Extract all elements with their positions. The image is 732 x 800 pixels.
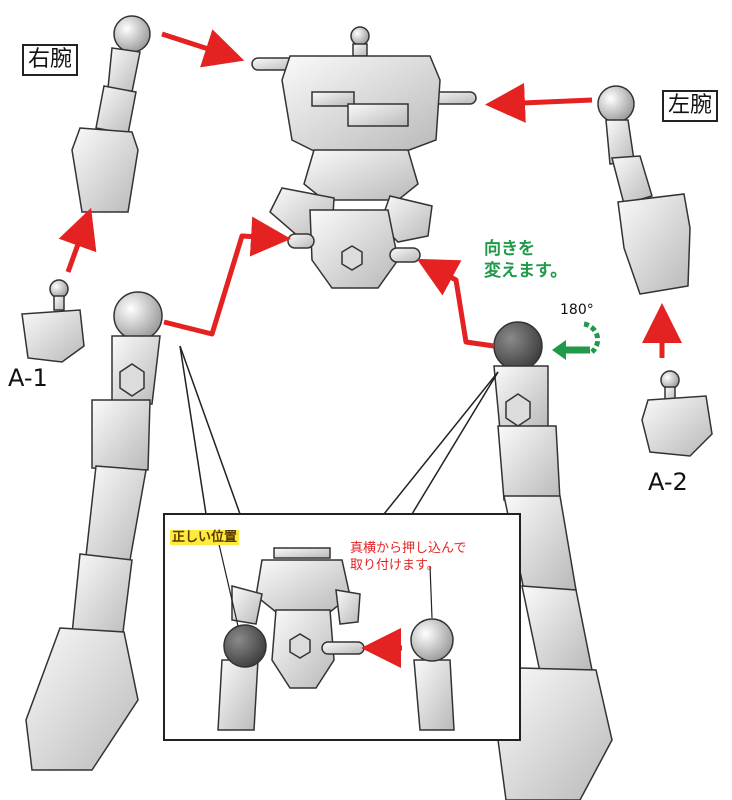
callout-leaders <box>179 345 499 515</box>
insert-note: 真横から押し込んで 取り付けます。 <box>350 540 466 574</box>
arrow-left-arm-to-torso <box>485 82 593 123</box>
right-leg-part <box>25 291 163 771</box>
arrow-right-arm-to-torso <box>161 29 245 68</box>
rotate-degrees-label: 180° <box>560 302 594 318</box>
correct-position-label: 正しい位置 <box>170 526 240 545</box>
rotate-note-line1: 向きを <box>484 239 535 259</box>
correct-position-text: 正しい位置 <box>170 530 240 545</box>
left-arm-label: 左腕 <box>662 90 719 122</box>
insert-note-line2: 取り付けます。 <box>350 558 440 573</box>
right-arm-part <box>71 15 151 213</box>
detail-inset <box>163 513 521 741</box>
part-a2-label: A-2 <box>648 468 688 496</box>
arrow-left-leg-to-torso <box>416 258 495 349</box>
part-a1-label: A-1 <box>8 364 48 392</box>
arrow-hand-a1-to-arm <box>58 207 97 273</box>
rotate-note-line2: 変えます。 <box>484 261 568 281</box>
left-arm-part <box>597 85 691 295</box>
assembly-arrows <box>58 29 682 358</box>
hand-a2-part <box>641 370 713 457</box>
hand-a1-part <box>21 279 85 363</box>
torso-part <box>251 26 477 289</box>
insert-note-line1: 真横から押し込んで <box>350 541 467 556</box>
rotate-180-indicator <box>552 321 601 360</box>
right-arm-label: 右腕 <box>22 44 79 76</box>
rotate-note: 向きを 変えます。 <box>484 238 567 282</box>
arrow-right-leg-to-torso <box>163 216 291 337</box>
